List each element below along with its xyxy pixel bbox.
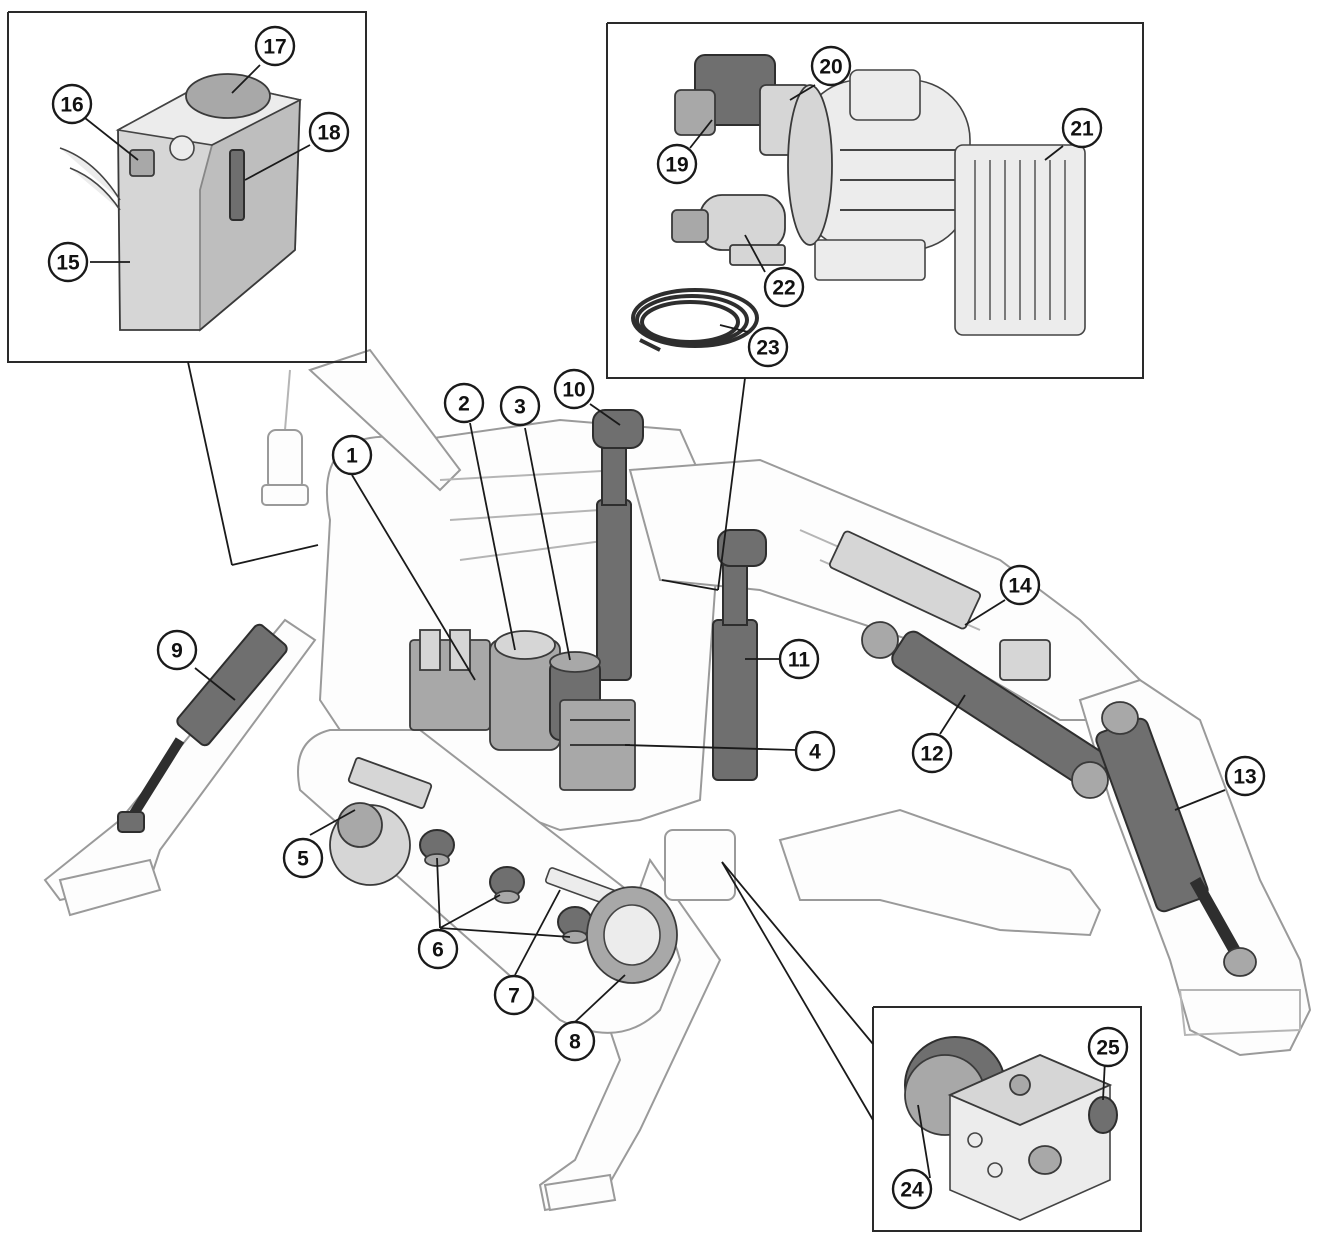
callout-label: 5 — [297, 848, 309, 871]
callout-label: 12 — [920, 743, 943, 766]
callout-label: 7 — [508, 985, 520, 1008]
callout-label: 16 — [60, 94, 83, 117]
callout-14: 14 — [999, 564, 1041, 606]
callout-19: 19 — [656, 143, 698, 185]
leader-lines — [84, 64, 1226, 1179]
callout-23: 23 — [747, 326, 789, 368]
callout-label: 21 — [1070, 118, 1094, 141]
cylinder-10 — [592, 409, 644, 681]
callout-3: 3 — [499, 385, 541, 427]
callout-21: 21 — [1061, 107, 1103, 149]
callout-label: 13 — [1233, 766, 1256, 789]
callout-17: 17 — [254, 25, 296, 67]
callout-18: 18 — [308, 111, 350, 153]
cylinder-9 — [117, 623, 288, 833]
machine-components — [117, 409, 1257, 984]
callout-7: 7 — [493, 974, 535, 1016]
callout-4: 4 — [794, 730, 836, 772]
callout-2: 2 — [443, 382, 485, 424]
callout-8: 8 — [554, 1020, 596, 1062]
callout-label: 4 — [809, 741, 821, 764]
callout-label: 22 — [772, 277, 795, 300]
callout-label: 14 — [1008, 575, 1032, 598]
callout-label: 20 — [819, 56, 842, 79]
callout-label: 17 — [263, 36, 286, 59]
callout-1: 1 — [331, 434, 373, 476]
inset-valve-block — [721, 861, 1142, 1232]
callout-label: 18 — [317, 122, 341, 145]
callout-label: 6 — [432, 939, 444, 962]
callout-label: 8 — [569, 1031, 581, 1054]
callout-label: 9 — [171, 640, 183, 663]
callout-6: 6 — [417, 928, 459, 970]
callout-24: 24 — [891, 1168, 933, 1210]
callout-label: 15 — [56, 252, 80, 275]
callout-label: 25 — [1096, 1037, 1120, 1060]
callout-label: 11 — [788, 649, 811, 672]
cylinder-11 — [712, 529, 767, 781]
cylinder-12 — [861, 621, 1109, 799]
callout-12: 12 — [911, 732, 953, 774]
cylinder-13 — [1095, 701, 1257, 977]
callout-label: 2 — [458, 393, 470, 416]
callout-10: 10 — [553, 368, 595, 410]
callout-label: 3 — [514, 396, 526, 419]
callout-20: 20 — [810, 45, 852, 87]
idler-wheel-8 — [586, 886, 678, 984]
valve-cluster-1-4 — [409, 629, 636, 791]
callout-11: 11 — [778, 638, 820, 680]
callout-13: 13 — [1224, 755, 1266, 797]
callout-label: 10 — [562, 379, 585, 402]
inset-hydraulic-tank — [7, 11, 367, 566]
callout-label: 23 — [756, 337, 779, 360]
callout-label: 1 — [346, 445, 358, 468]
callout-5: 5 — [282, 837, 324, 879]
callout-label: 19 — [665, 154, 688, 177]
callout-label: 24 — [900, 1179, 924, 1202]
control-block-14 — [828, 530, 1051, 681]
callout-25: 25 — [1087, 1026, 1129, 1068]
callout-9: 9 — [156, 629, 198, 671]
callout-15: 15 — [47, 241, 89, 283]
inset-motor-pump — [606, 22, 1144, 591]
callout-16: 16 — [51, 83, 93, 125]
callout-22: 22 — [763, 266, 805, 308]
sprocket-5 — [329, 757, 433, 886]
